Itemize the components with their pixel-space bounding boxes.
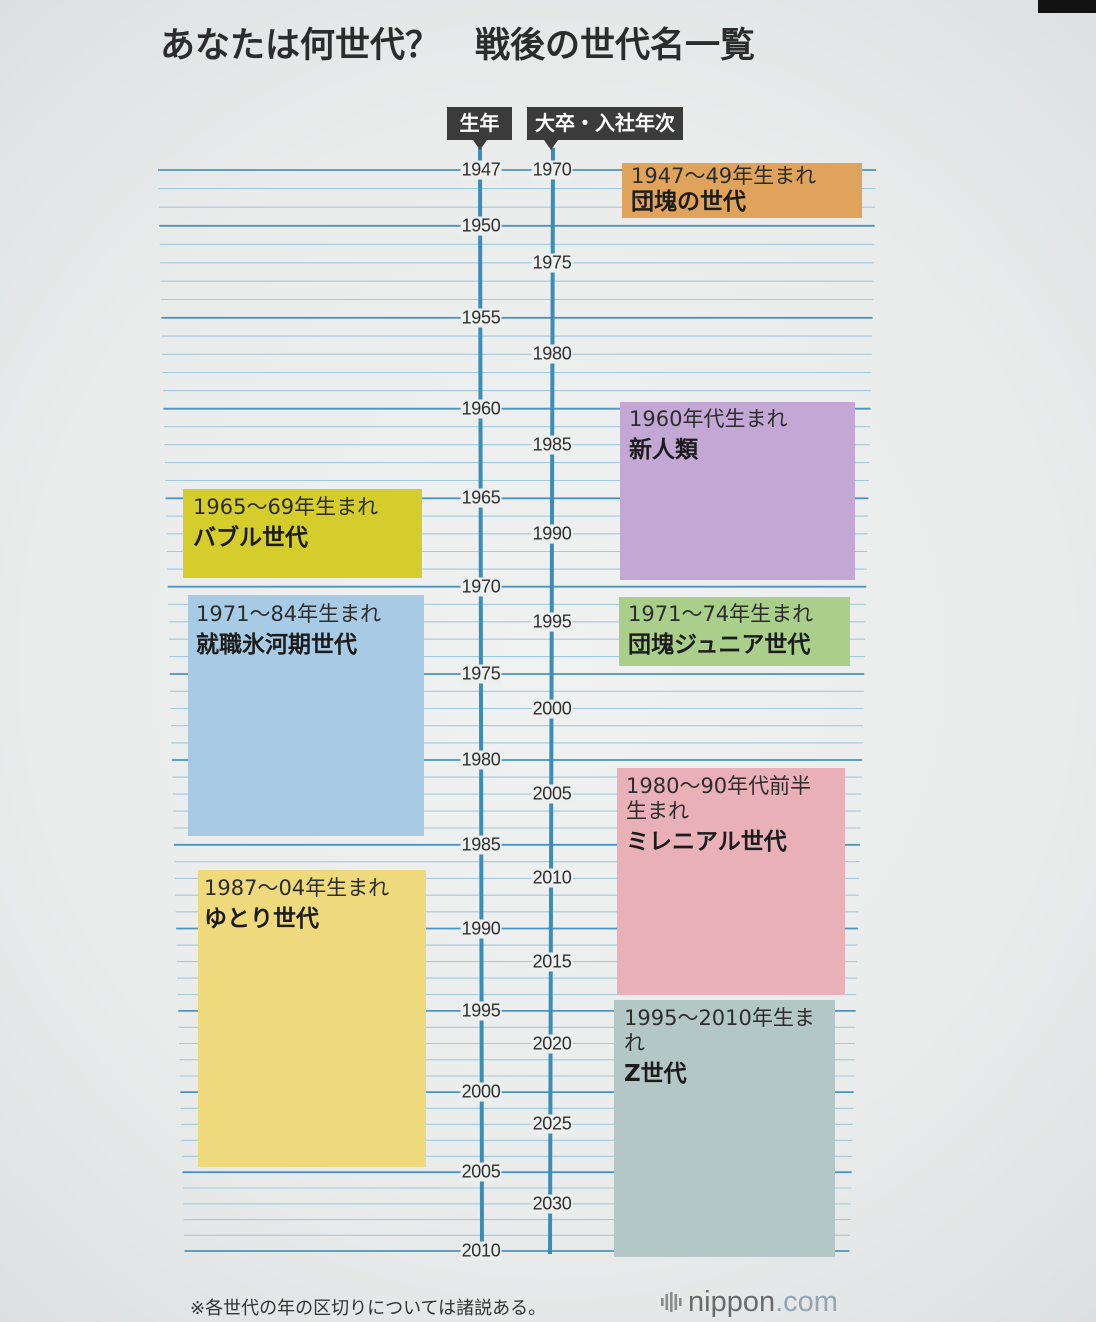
monitor-bezel (1038, 0, 1096, 13)
birth-year-tick-label-1955: 1955 (460, 307, 502, 328)
nippon-com-logo: nippon .com (660, 1285, 838, 1319)
birth-year-axis-header: 生年 (447, 107, 512, 140)
birth-year-tick-label-1947: 1947 (460, 159, 502, 180)
entry-year-tick-label-2030: 2030 (531, 1193, 573, 1214)
generation-period: 1995～2010年生まれ (624, 1006, 815, 1055)
entry-year-tick-label-1995: 1995 (531, 611, 573, 632)
generation-period: 1960年代生まれ (629, 407, 788, 431)
birth-year-tick-label-1970: 1970 (460, 576, 502, 597)
generation-name: ミレニアル世代 (626, 829, 787, 855)
entry-year-tick-label-2025: 2025 (531, 1113, 573, 1134)
entry-year-tick-label-1985: 1985 (531, 434, 573, 455)
entry-year-tick-label-1980: 1980 (531, 343, 573, 364)
logo-wordmark: nippon (688, 1286, 776, 1318)
generation-box-dankai: 1947～49年生まれ 団塊の世代 (622, 163, 862, 218)
entry-year-axis-header: 大卒・入社年次 (527, 107, 683, 140)
entry-year-tick-label-2015: 2015 (531, 951, 573, 972)
birth-axis-arrow-icon (473, 140, 487, 150)
birth-year-tick-label-2010: 2010 (460, 1240, 502, 1261)
page-title: あなたは何世代？ 戦後の世代名一覧 (160, 26, 756, 66)
birth-year-tick-label-1965: 1965 (460, 487, 502, 508)
generation-box-millennial: 1980～90年代前半 生まれ ミレニアル世代 (617, 768, 845, 995)
generation-period: 1965～69年生まれ (193, 495, 379, 519)
entry-year-tick-label-2010: 2010 (531, 867, 573, 888)
entry-axis-arrow-icon (544, 140, 558, 150)
logo-domain-suffix: .com (775, 1286, 838, 1318)
birth-axis-line (478, 147, 484, 1255)
generation-name: ゆとり世代 (204, 906, 319, 932)
entry-year-tick-label-2020: 2020 (531, 1033, 573, 1053)
entry-year-tick-label-1975: 1975 (531, 252, 573, 273)
birth-year-tick-label-2005: 2005 (460, 1161, 502, 1182)
generation-period: 1987～04年生まれ (204, 876, 390, 900)
birth-year-tick-label-1960: 1960 (460, 398, 502, 419)
generation-period: 1971～74年生まれ (628, 602, 814, 626)
birth-year-tick-label-1980: 1980 (460, 749, 502, 770)
generation-name: Z世代 (624, 1061, 687, 1087)
generation-box-shinjinrui: 1960年代生まれ 新人類 (620, 402, 855, 580)
generation-period: 1947～49年生まれ (631, 164, 817, 188)
footnote: ※各世代の年の区切りについては諸説ある。 (190, 1298, 547, 1319)
generation-period: 1980～90年代前半 生まれ (626, 774, 812, 823)
generation-box-employment-ice-age: 1971～84年生まれ 就職氷河期世代 (188, 595, 424, 836)
birth-year-tick-label-1950: 1950 (460, 215, 502, 236)
generation-period: 1971～84年生まれ (196, 602, 382, 626)
generation-name: バブル世代 (193, 525, 308, 551)
generation-box-gen-z: 1995～2010年生まれ Z世代 (614, 1000, 835, 1257)
generation-name: 就職氷河期世代 (196, 632, 357, 658)
birth-year-tick-label-1975: 1975 (460, 663, 502, 684)
entry-year-tick-label-1970: 1970 (531, 159, 573, 180)
generation-box-yutori: 1987～04年生まれ ゆとり世代 (198, 870, 426, 1167)
generation-name: 団塊ジュニア世代 (628, 632, 811, 658)
birth-year-tick-label-1990: 1990 (460, 918, 502, 938)
entry-year-tick-label-2005: 2005 (531, 783, 573, 804)
birth-year-tick-label-1985: 1985 (460, 834, 502, 855)
generation-name: 団塊の世代 (631, 189, 746, 215)
nippon-logo-icon (661, 1292, 682, 1312)
generation-box-bubble: 1965～69年生まれ バブル世代 (183, 489, 422, 578)
birth-year-tick-label-1995: 1995 (460, 1000, 502, 1021)
entry-year-tick-label-2000: 2000 (531, 698, 573, 718)
generation-name: 新人類 (629, 437, 698, 463)
entry-year-tick-label-1990: 1990 (531, 523, 573, 544)
birth-year-tick-label-2000: 2000 (460, 1081, 502, 1102)
generation-box-dankai-junior: 1971～74年生まれ 団塊ジュニア世代 (619, 597, 850, 666)
